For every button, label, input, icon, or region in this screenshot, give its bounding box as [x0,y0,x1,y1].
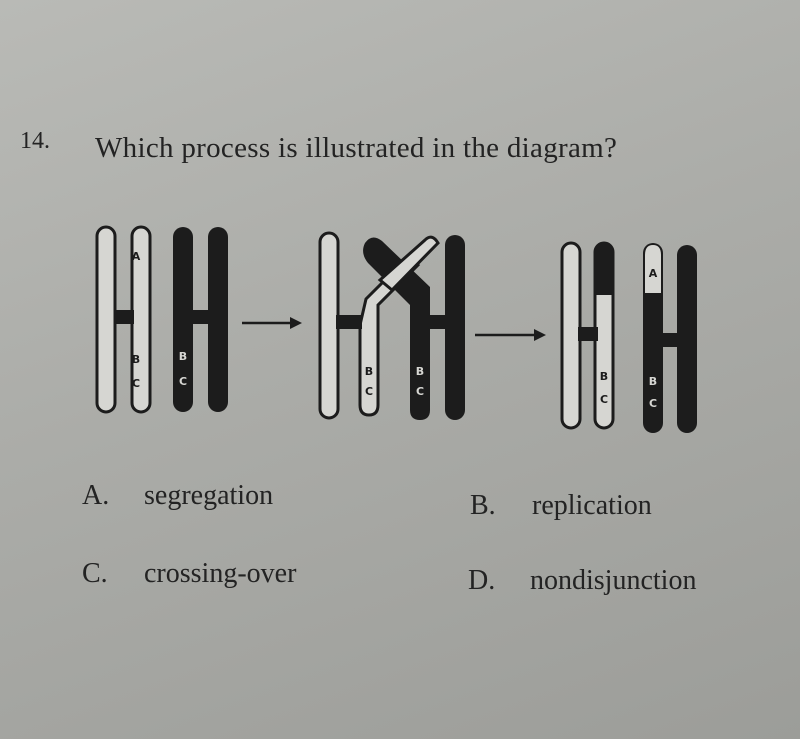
stage-3-gene-label-a: A [649,267,658,280]
arrow-2-icon [475,329,546,341]
stage-2-gene-label-c-dark: C [416,385,424,398]
answer-choice-d[interactable]: D. nondisjunction [468,565,696,597]
gene-label-c: C [132,377,140,390]
choice-letter: D. [468,565,496,596]
stage-3-gene-label-c-dark: C [649,397,657,410]
stage-2-gene-label-b: B [365,365,373,378]
gene-label-c-dark: C [179,375,187,388]
answer-choice-a[interactable]: A. segregation [82,480,273,512]
choice-text: segregation [144,480,274,511]
stage-3-recombinant-pair: B C A B C [560,241,697,433]
choice-letter: C. [82,558,108,589]
stage-3-gene-label-b-dark: B [649,375,657,388]
gene-label-b-dark: B [179,350,187,363]
stage-3-gene-label-b: B [600,370,608,383]
question-number: 14. [20,128,50,154]
arrow-1-icon [242,317,302,329]
gene-label-a: A [132,250,141,263]
choice-text: replication [532,490,652,521]
choice-text: nondisjunction [530,565,697,596]
stage-2-gene-label-c: C [365,385,373,398]
choice-letter: B. [470,490,496,521]
choice-letter: A. [82,480,110,511]
chromosome-diagram: A B C B C B C B C [95,225,697,433]
answer-choice-b[interactable]: B. replication [470,490,652,522]
stage-3-gene-label-c: C [600,393,608,406]
answer-choice-c[interactable]: C. crossing-over [82,558,296,590]
gene-label-b: B [132,353,140,366]
question-text: Which process is illustrated in the diag… [95,132,618,164]
stage-1-chromosome-pair: A B C B C [95,225,228,414]
choice-text: crossing-over [144,558,297,589]
stage-2-crossing-over: B C B C [318,231,465,420]
stage-2-gene-label-b-dark: B [416,365,424,378]
